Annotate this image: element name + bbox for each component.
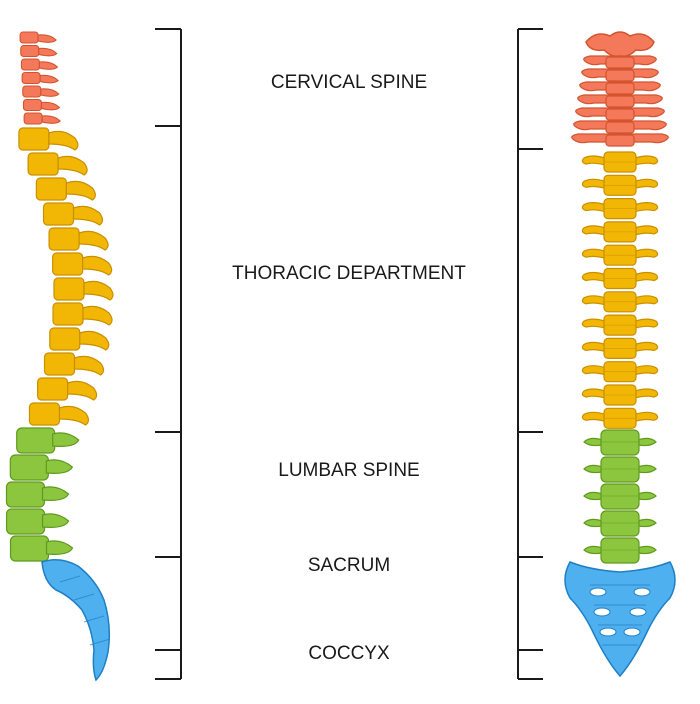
lumbar-vertebra-side [9,535,74,562]
label-coccyx: COCCYX [308,643,390,664]
thoracic-vertebra [581,361,659,383]
cervical-vertebra [575,107,665,121]
thoracic-vertebra-side [53,277,114,301]
thoracic-vertebra [581,384,659,406]
thoracic-vertebra [581,198,659,220]
cervical-vertebra-side [20,58,59,71]
cervical-vertebra [571,133,669,147]
thoracic-vertebra [581,314,659,336]
cervical-vertebra [579,81,661,95]
thoracic-vertebra-side [27,152,88,176]
lumbar-vertebra [583,510,657,537]
cervical-vertebra-side [23,112,61,125]
thoracic-vertebra [581,337,659,359]
lumbar-vertebra-side [5,508,70,535]
lumbar-vertebra [583,483,657,510]
thoracic-vertebra-side [42,202,104,226]
thoracic-vertebra [581,267,659,290]
label-cervical-spine: CERVICAL SPINE [271,72,427,93]
thoracic-vertebra [581,291,659,313]
cervical-vertebra-side [21,71,59,85]
lumbar-vertebra-side [5,481,70,508]
lumbar-vertebra [583,537,657,564]
thoracic-vertebra [581,407,659,429]
cervical-vertebra [573,120,667,134]
thoracic-vertebra [581,151,659,173]
left-region-bracket [155,28,182,680]
lumbar-vertebra [583,429,657,456]
thoracic-vertebra-side [52,252,113,276]
lumbar-vertebra [583,456,657,483]
lumbar-vertebra-side [9,454,74,481]
cervical-vertebra [577,94,663,108]
cervical-vertebra-side [20,44,58,58]
label-sacrum: SACRUM [308,555,390,576]
label-lumbar-spine: LUMBAR SPINE [278,460,419,481]
cervical-vertebra-side [19,31,57,44]
thoracic-vertebra [581,174,659,196]
thoracic-vertebra-side [49,327,110,351]
sacrum-front [564,561,676,678]
cervical-vertebra-side [22,85,60,98]
right-region-bracket [517,28,543,680]
label-thoracic-department: THORACIC DEPARTMENT [232,263,466,284]
thoracic-vertebra-side [18,127,79,151]
front-view-spine [564,31,676,678]
cervical-vertebra [581,68,659,82]
atlas-vertebra [585,31,655,58]
lumbar-vertebra-side [16,427,80,454]
side-view-spine [5,31,114,682]
cervical-vertebra-side [22,98,61,112]
thoracic-vertebra-side [48,227,109,251]
thoracic-vertebra-side [35,177,96,201]
thoracic-vertebra [581,221,659,243]
thoracic-vertebra-side [28,402,90,426]
thoracic-vertebra [581,244,659,266]
cervical-vertebra [583,55,657,69]
thoracic-vertebra-side [52,302,113,326]
thoracic-vertebra-side [43,352,105,376]
sacrum-coccyx-side [41,559,111,682]
thoracic-vertebra-side [37,377,98,401]
